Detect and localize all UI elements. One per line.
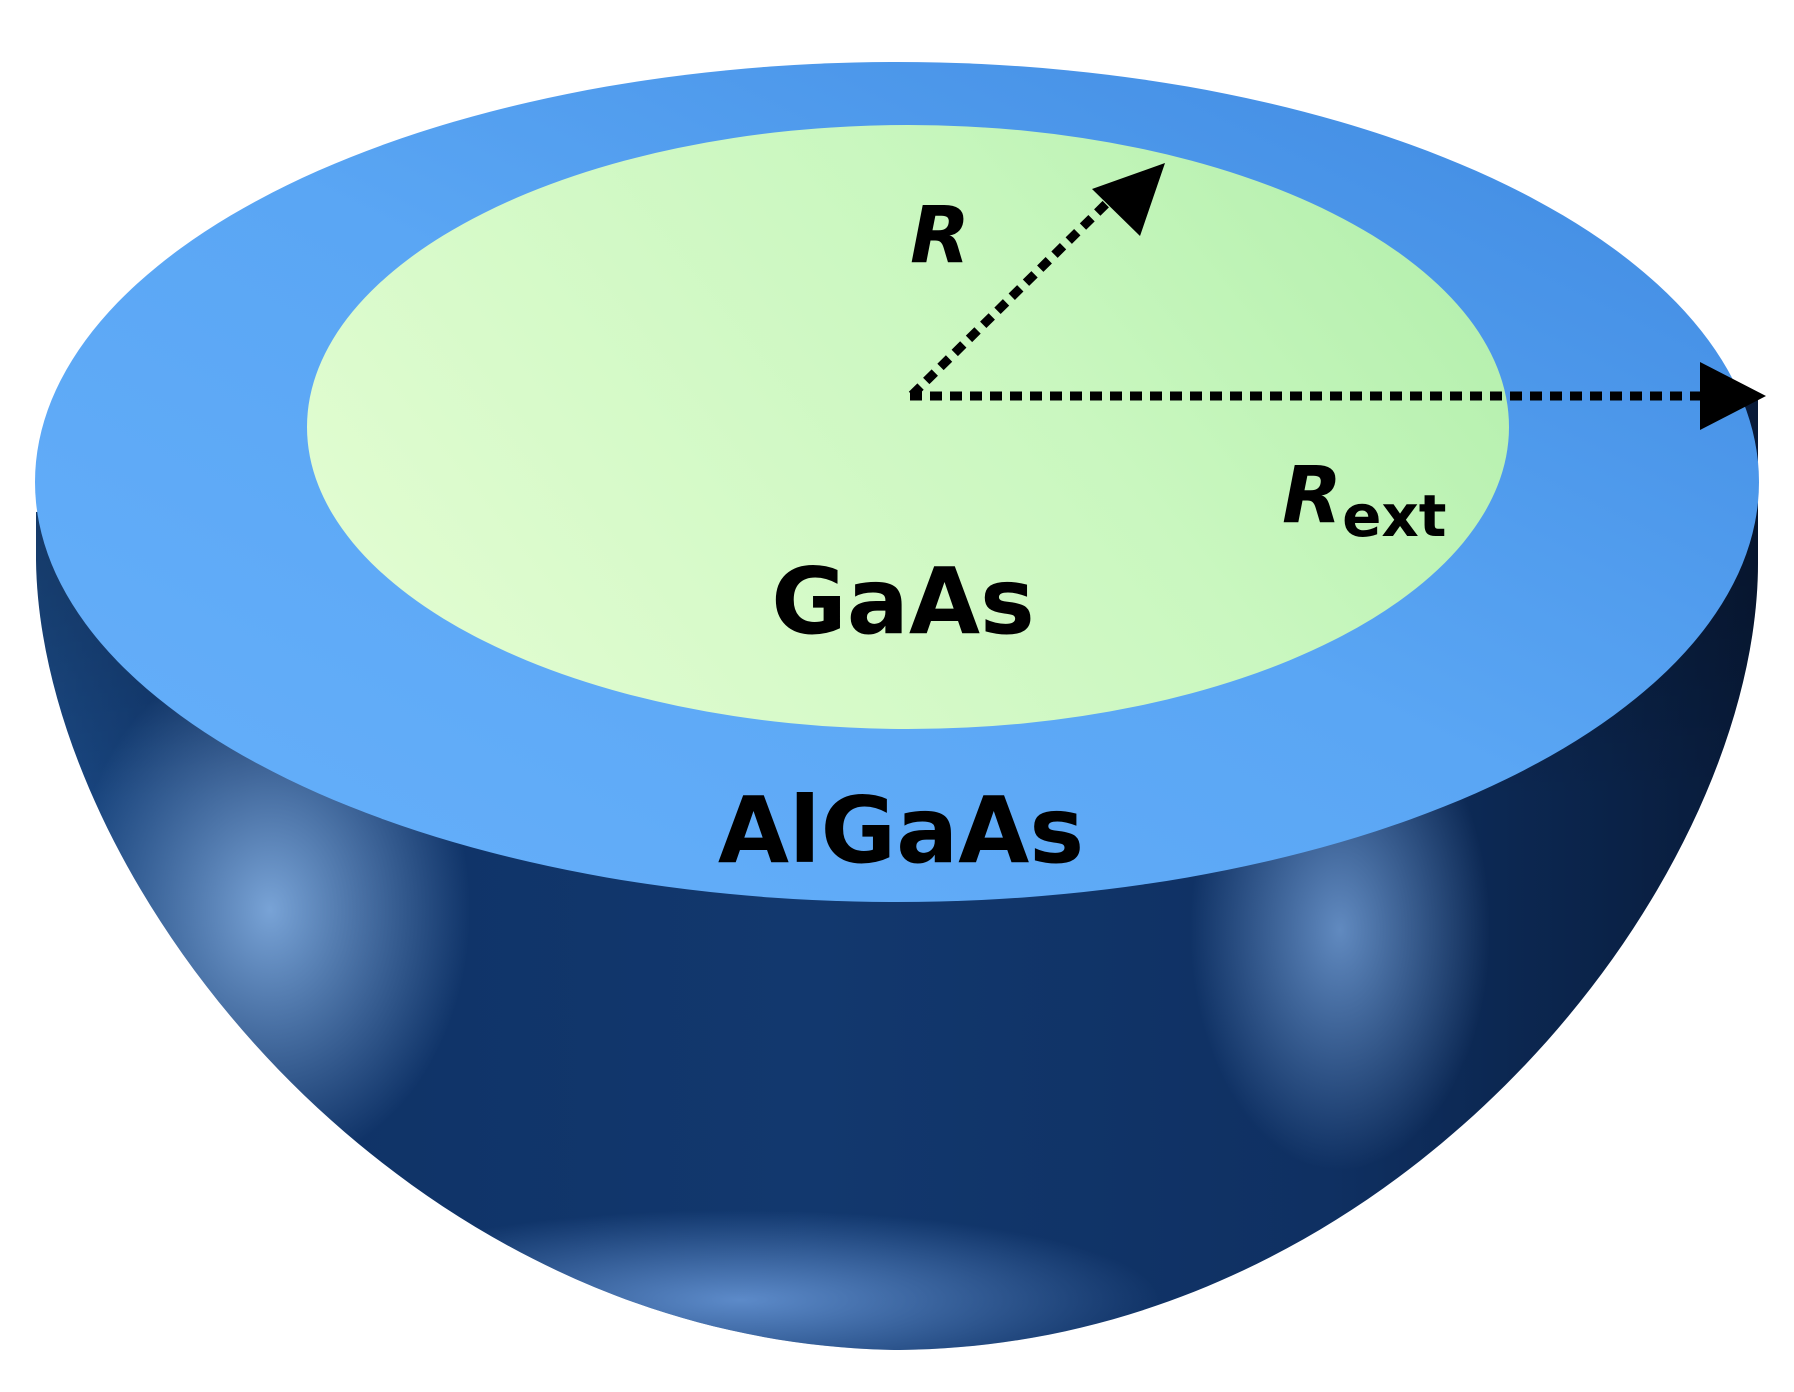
outer-radius-subscript: ext <box>1342 482 1446 550</box>
core-material-label: GaAs <box>771 548 1035 655</box>
inner-radius-arrow <box>908 163 1165 399</box>
arrowhead-icon <box>1700 362 1766 430</box>
shell-material-label: AlGaAs <box>718 777 1084 884</box>
outer-radius-symbol: R <box>1282 451 1342 541</box>
inner-radius-label: R <box>910 191 970 281</box>
outer-radius-label: Rext <box>1282 451 1447 550</box>
arrowhead-icon <box>1092 163 1165 236</box>
core-top-face <box>307 125 1509 729</box>
highlight-bottom <box>320 1210 1160 1350</box>
outer-radius-arrow <box>910 362 1766 430</box>
